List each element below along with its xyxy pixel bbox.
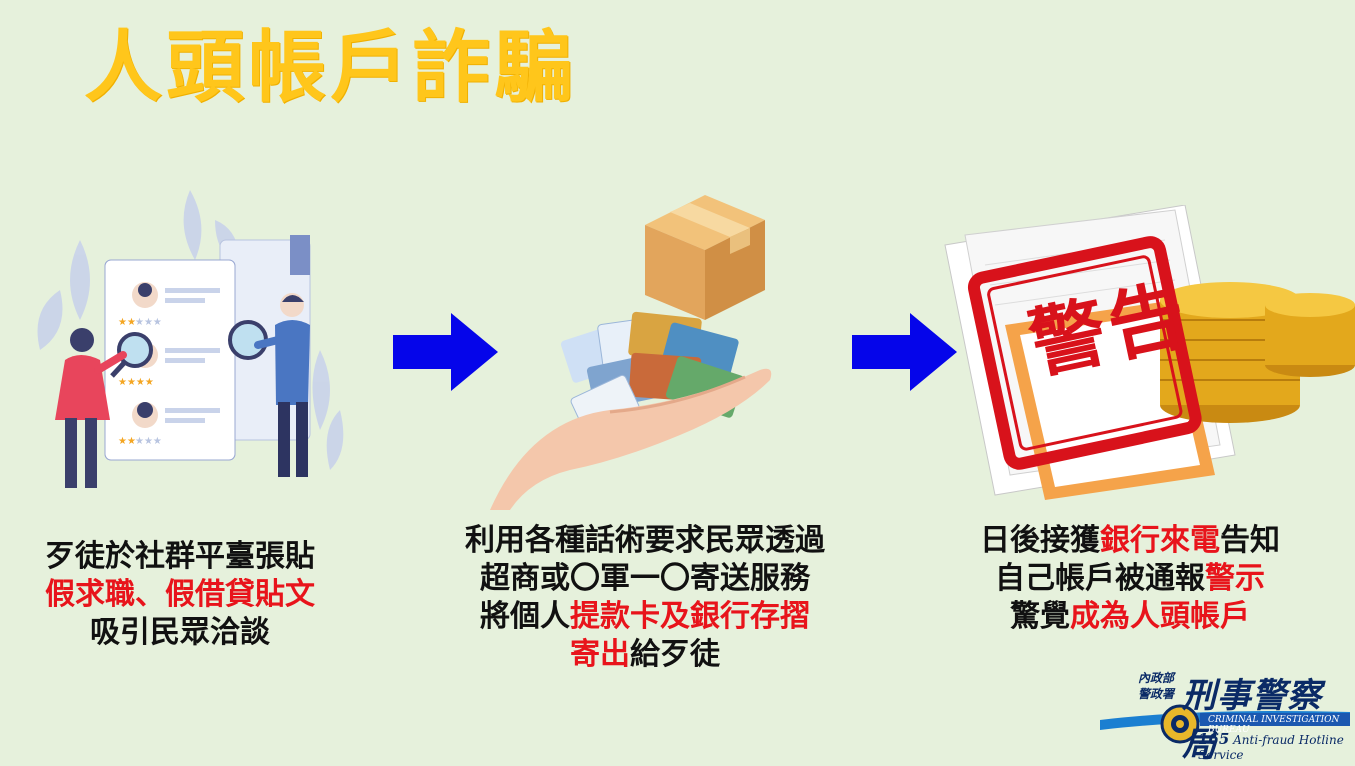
step-3-line-2: 自己帳戶被通報警示 (995, 561, 1265, 596)
police-badge-icon (1160, 704, 1200, 744)
step-2-line-1: 利用各種話術要求民眾透過 (465, 523, 825, 558)
hand-with-cards-illustration (490, 195, 772, 510)
step-1-line-3: 吸引民眾洽談 (90, 615, 270, 650)
page-title: 人頭帳戶詐騙 (84, 23, 577, 113)
svg-text:★★★★: ★★★★ (118, 377, 154, 388)
hotline-number: 165 (1198, 730, 1230, 748)
logo-unit-1: 內政部 (1138, 671, 1175, 685)
svg-text:★★: ★★ (118, 317, 136, 328)
step-3-line-1: 日後接獲銀行來電告知 (980, 523, 1280, 558)
step-3-caption: 日後接獲銀行來電告知 自己帳戶被通報警示 驚覺成為人頭帳戶 (945, 522, 1315, 636)
svg-text:★★★: ★★★ (135, 317, 162, 328)
step-1-line-1: 歹徒於社群平臺張貼 (45, 539, 315, 574)
step-3-line-3: 驚覺成為人頭帳戶 (1010, 599, 1250, 634)
warning-stamp-illustration (944, 205, 1355, 500)
logo-hotline: 165 Anti-fraud Hotline Service (1198, 730, 1350, 762)
right-arrow-icon (852, 313, 957, 391)
step-2-line-3: 將個人提款卡及銀行存摺 (480, 599, 810, 634)
cib-logo: 內政部 警政署 刑事警察局 CRIMINAL INVESTIGATION BUR… (1100, 660, 1350, 765)
svg-text:★★★: ★★★ (135, 436, 162, 447)
step-2-line-4: 寄出給歹徒 (570, 637, 720, 672)
logo-unit-2: 警政署 (1138, 687, 1175, 701)
logo-english-name: CRIMINAL INVESTIGATION BUREAU (1208, 715, 1340, 735)
step-2-line-2: 超商或〇軍一〇寄送服務 (480, 561, 810, 596)
step-1-line-2: 假求職、假借貸貼文 (45, 577, 315, 612)
step-2-caption: 利用各種話術要求民眾透過 超商或〇軍一〇寄送服務 將個人提款卡及銀行存摺 寄出給… (440, 522, 850, 674)
step-1-caption: 歹徒於社群平臺張貼 假求職、假借貸貼文 吸引民眾洽談 (10, 538, 350, 652)
right-arrow-icon (393, 313, 498, 391)
svg-text:★★: ★★ (118, 436, 136, 447)
job-posting-illustration: ★★ ★★★ ★★★★ ★★ ★★★ (37, 190, 344, 488)
